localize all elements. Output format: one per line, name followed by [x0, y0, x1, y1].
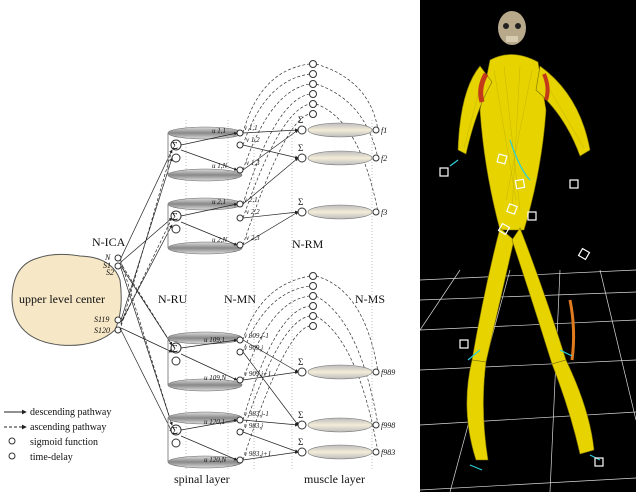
n-mn-label: N-MN: [224, 292, 256, 306]
rm-column: [243, 61, 378, 461]
n-ms-label: N-MS: [355, 292, 385, 306]
s-label-120: S120: [94, 326, 110, 335]
svg-text:v 2,3: v 2,3: [246, 234, 260, 242]
n-ru-label: N-RU: [158, 292, 188, 306]
skull-icon: [498, 11, 526, 45]
n-ica-label: N-ICA: [92, 235, 126, 249]
svg-text:v 909,j: v 909,j: [244, 344, 263, 352]
svg-text:Σ: Σ: [298, 115, 303, 125]
u-label: u 120,N: [204, 456, 227, 464]
u-label: u 1,1: [212, 127, 226, 135]
svg-text:f998: f998: [381, 421, 395, 430]
legend: descending pathway ascending pathway sig…: [4, 407, 111, 463]
u-label: u 120,1: [204, 418, 225, 426]
muscle-layer-label: muscle layer: [304, 472, 365, 486]
svg-text:f989: f989: [381, 368, 395, 377]
svg-text:Σ: Σ: [298, 197, 303, 207]
svg-text:f1: f1: [381, 126, 387, 135]
upper-level-center-label: upper level center: [19, 292, 105, 306]
svg-text:v 909,j-1: v 909,j-1: [244, 332, 269, 340]
v-labels: v 1,1 v 1,2 v 1,3 v 2,1 v 2,2 v 2,3 v 90…: [244, 124, 271, 458]
u-label: u 109,1: [204, 336, 225, 344]
u-label: u 2,1: [212, 198, 226, 206]
legend-descending: descending pathway: [30, 407, 111, 418]
svg-text:Σ: Σ: [298, 410, 303, 420]
svg-text:f2: f2: [381, 154, 387, 163]
u-label: u 109,N: [204, 374, 227, 382]
spinal-unit-2: Σ: [168, 198, 242, 254]
spinal-unit-1: Σ: [168, 127, 242, 181]
svg-text:Σ: Σ: [172, 141, 178, 152]
legend-ascending: ascending pathway: [30, 422, 106, 433]
legend-sigmoid: sigmoid function: [30, 437, 98, 448]
svg-text:v 1,2: v 1,2: [246, 136, 260, 144]
svg-text:Σ: Σ: [172, 212, 178, 223]
spinal-layer-label: spinal layer: [174, 472, 230, 486]
s-label-119: S119: [94, 315, 109, 324]
musculoskeletal-render: [420, 0, 636, 492]
svg-text:Σ: Σ: [172, 344, 178, 355]
svg-text:v 983,j-1: v 983,j-1: [244, 410, 269, 418]
svg-text:Σ: Σ: [298, 143, 303, 153]
svg-text:f3: f3: [381, 208, 387, 217]
svg-text:Σ: Σ: [298, 437, 303, 447]
ica-connections: [120, 150, 172, 432]
n-rm-label: N-RM: [292, 237, 324, 251]
svg-text:Σ: Σ: [172, 426, 178, 437]
svg-text:f983: f983: [381, 448, 395, 457]
svg-text:Σ: Σ: [298, 357, 303, 367]
legend-time-delay: time-delay: [30, 452, 73, 463]
s-label-2: S2: [106, 268, 114, 277]
neuromuscular-diagram: upper level center N-ICA N-RU N-MN N-RM …: [0, 0, 420, 492]
